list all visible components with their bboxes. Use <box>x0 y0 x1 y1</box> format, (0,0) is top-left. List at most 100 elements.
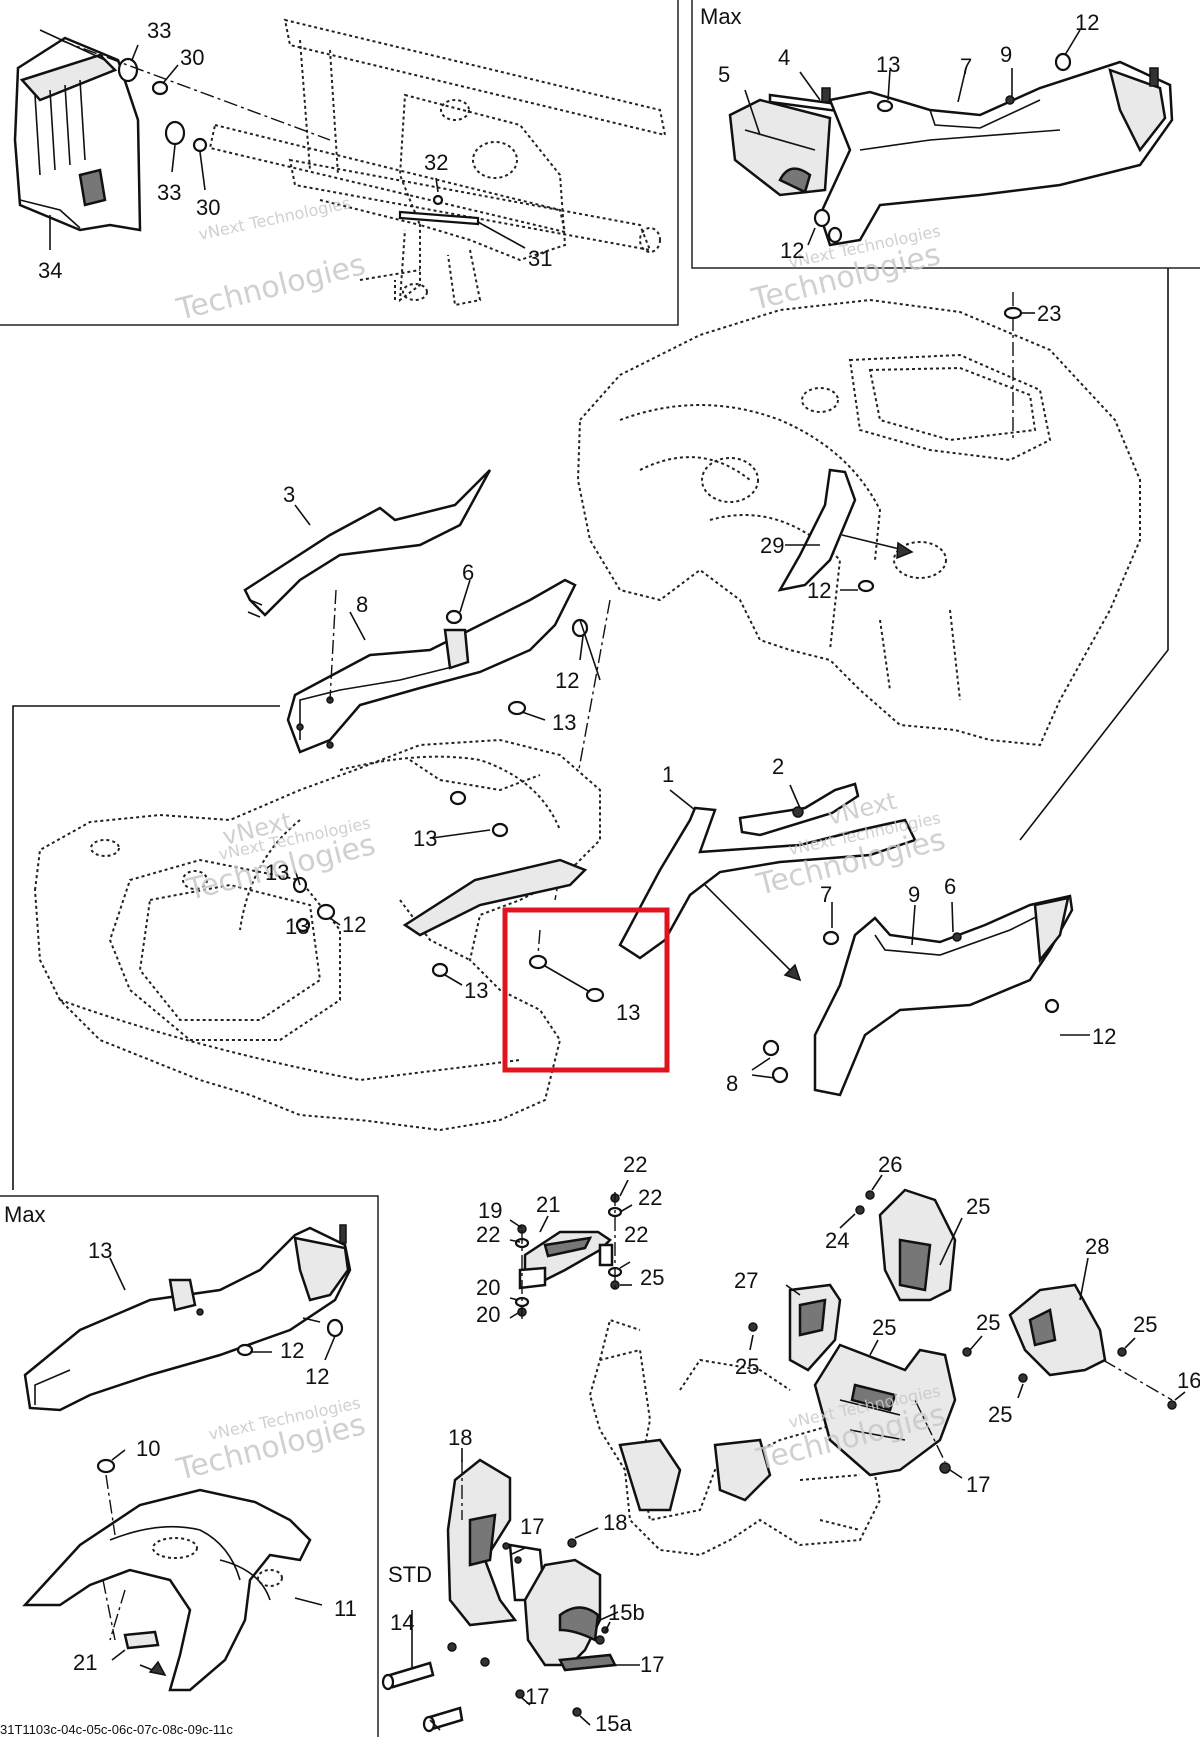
callout-label: 14 <box>390 1610 414 1635</box>
callout-label: 13 <box>413 826 437 851</box>
callout-label: 25 <box>976 1310 1000 1335</box>
callout-label: 19 <box>478 1198 502 1223</box>
callout-label: 4 <box>778 45 790 70</box>
callout-label: 12 <box>555 668 579 693</box>
decal-11 <box>123 1630 160 1650</box>
footrest-8-max <box>23 1226 352 1412</box>
callout-label: 22 <box>476 1222 500 1247</box>
figure-code: 31T1103c-04c-05c-06c-07c-08c-09c-11c <box>0 1722 233 1737</box>
callout-label: 10 <box>136 1436 160 1461</box>
callout-label: 6 <box>462 560 474 585</box>
grommet-33-upper <box>117 57 139 83</box>
callout-label: 8 <box>726 1071 738 1096</box>
callout-label: 26 <box>878 1152 902 1177</box>
washer-13-highlighted-b <box>585 987 605 1003</box>
footrest-8 <box>286 578 577 754</box>
callout-label: 18 <box>448 1425 472 1450</box>
bottom-right-assembly <box>588 1174 1186 1557</box>
callout-label: 33 <box>147 18 171 43</box>
callout-label: 15a <box>595 1711 632 1736</box>
callout-label: 25 <box>966 1194 990 1219</box>
callout-label: 21 <box>73 1650 97 1675</box>
callout-label: 5 <box>718 62 730 87</box>
callout-label: 21 <box>536 1192 560 1217</box>
callout-label: 13 <box>552 710 576 735</box>
callout-label: 12 <box>1092 1024 1116 1049</box>
main-rear-fender <box>576 292 1141 747</box>
callout-label: 34 <box>38 258 62 283</box>
callout-label: 16 <box>1177 1368 1200 1393</box>
right-connector-line <box>1019 268 1169 841</box>
callout-label: 9 <box>1000 42 1012 67</box>
callout-label: 25 <box>1133 1312 1157 1337</box>
panel-title-max-bottom: Max <box>4 1202 46 1227</box>
callout-label: 28 <box>1085 1234 1109 1259</box>
callout-label: 22 <box>624 1222 648 1247</box>
callout-label: 7 <box>960 54 972 79</box>
bushing-30-upper <box>151 80 169 96</box>
callout-label: 13 <box>464 978 488 1003</box>
panel-title-max-top: Max <box>700 4 742 29</box>
callout-label: 30 <box>196 195 220 220</box>
cover-3 <box>243 469 492 617</box>
callout-label: 17 <box>525 1684 549 1709</box>
callout-label: 12 <box>1075 10 1099 35</box>
callout-label: 12 <box>280 1338 304 1363</box>
grommet-33-lower <box>164 120 186 146</box>
top-left-panel-frame <box>0 0 679 326</box>
callout-label: 8 <box>356 592 368 617</box>
callout-label: 12 <box>305 1364 329 1389</box>
callout-label: 12 <box>807 578 831 603</box>
callout-label: 9 <box>908 882 920 907</box>
callout-numbers: 33 30 33 30 32 31 34 5 4 13 7 9 12 12 23… <box>38 10 1200 1736</box>
footrest-7-max <box>818 60 1174 247</box>
bumper-14-assembly <box>381 1448 640 1733</box>
callout-label: 20 <box>476 1302 500 1327</box>
bottom-left-panel-frame <box>0 1195 379 1737</box>
rack-cover-10 <box>22 1488 312 1692</box>
callout-label: 23 <box>1037 301 1061 326</box>
callout-label: 33 <box>157 180 181 205</box>
callout-label: 13 <box>876 52 900 77</box>
bushing-30-lower <box>192 137 208 153</box>
callout-label: 17 <box>520 1514 544 1539</box>
left-connector-line <box>12 705 280 1190</box>
callout-label: 15b <box>608 1600 645 1625</box>
callout-label: 30 <box>180 45 204 70</box>
callout-label: 25 <box>735 1354 759 1379</box>
callout-label: 11 <box>334 1596 357 1621</box>
side-cover-1 <box>618 806 917 960</box>
callout-label: 29 <box>760 533 784 558</box>
callout-label: 12 <box>780 238 804 263</box>
bolt-31 <box>398 210 480 226</box>
top-right-max-assembly <box>728 29 1174 247</box>
callout-label: 25 <box>640 1265 664 1290</box>
std-label: STD <box>388 1562 432 1587</box>
shield-27 <box>813 1343 957 1477</box>
front-fender <box>33 738 601 1132</box>
callout-label: 7 <box>820 882 832 907</box>
callout-label: 6 <box>944 874 956 899</box>
highlight-region <box>502 907 670 1073</box>
top-left-assembly <box>13 18 667 307</box>
front-fender-assembly <box>33 738 1090 1132</box>
shield-24 <box>1008 1283 1107 1377</box>
callout-label: 32 <box>424 150 448 175</box>
callout-label: 13 <box>616 1000 640 1025</box>
highlight-box <box>502 907 670 1073</box>
callout-label: 22 <box>623 1152 647 1177</box>
callout-label: 27 <box>734 1268 758 1293</box>
callout-label: 12 <box>342 912 366 937</box>
callout-label: 22 <box>638 1185 662 1210</box>
callout-label: 13 <box>285 914 309 939</box>
callout-label: 25 <box>988 1402 1012 1427</box>
callout-label: 13 <box>265 860 289 885</box>
callout-label: 17 <box>640 1652 664 1677</box>
callout-label: 24 <box>825 1228 849 1253</box>
callout-label: 1 <box>662 762 674 787</box>
callout-label: 31 <box>528 246 552 271</box>
callout-label: 3 <box>283 482 295 507</box>
callout-label: 2 <box>772 754 784 779</box>
